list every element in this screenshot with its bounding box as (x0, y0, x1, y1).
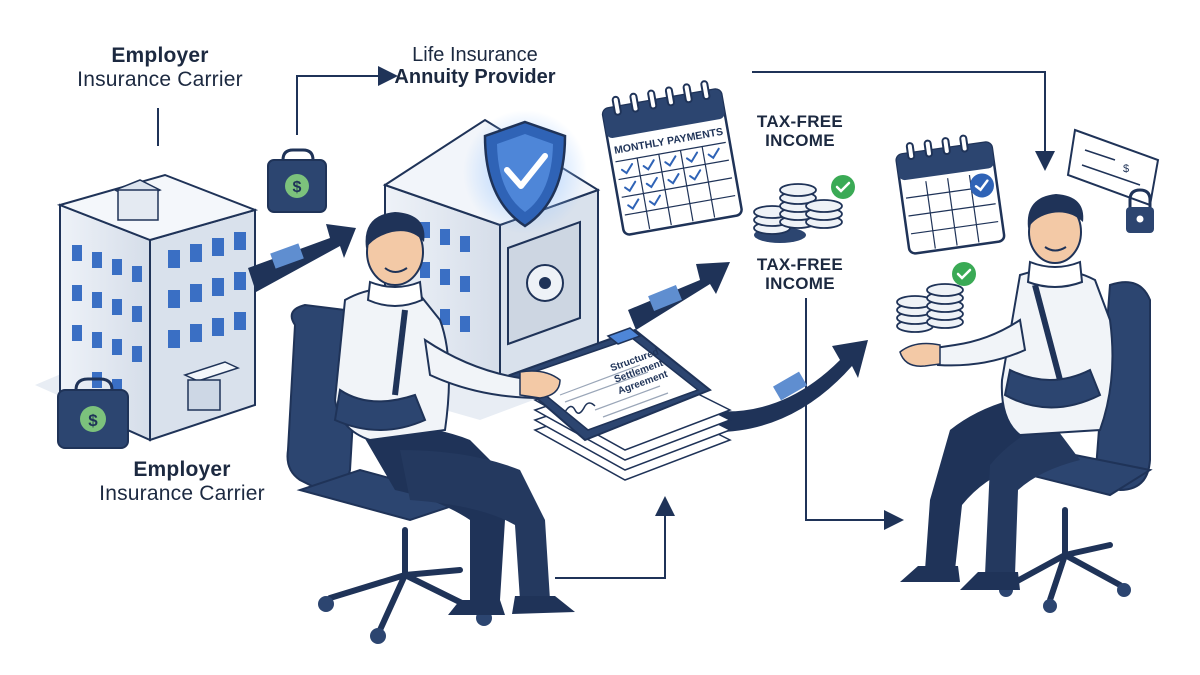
briefcase-icon: $ (267, 148, 327, 213)
annuity-recipient-figure (899, 194, 1153, 613)
tax-free-income-label-2: TAX-FREE INCOME (745, 255, 855, 293)
tax-free-income-label-2-line2: INCOME (765, 274, 835, 294)
connector-employer-to-life (296, 66, 398, 135)
calendar-icon (895, 134, 1006, 255)
coin-stack-icon (753, 175, 855, 243)
employer-label-bottom-line2: Insurance Carrier (99, 481, 265, 505)
employer-building (35, 173, 259, 442)
agreement-clipboard: Structured Settlement Agreement (508, 327, 712, 442)
tax-free-income-label-1-line1: TAX-FREE (756, 112, 844, 131)
money-symbol: $ (293, 179, 302, 196)
employer-label-top-line2: Insurance Carrier (77, 67, 243, 91)
shield-check-icon (463, 110, 587, 234)
money-arrow (705, 340, 868, 433)
employer-label-bottom: Employer Insurance Carrier (82, 458, 282, 505)
money-symbol: $ (1123, 163, 1129, 175)
money-arrow (248, 224, 356, 292)
tax-free-income-label-1-line2: INCOME (765, 131, 835, 151)
lock-icon (1126, 188, 1154, 233)
connector-top-to-recipient (752, 71, 1055, 171)
tax-free-income-label-1: TAX-FREE INCOME (745, 112, 855, 150)
tax-free-income-label-2-line1: TAX-FREE (756, 255, 844, 274)
employer-label-top: Employer Insurance Carrier (70, 44, 250, 91)
employer-label-top-line1: Employer (111, 44, 209, 67)
life-insurance-label-line2: Annuity Provider (394, 66, 556, 89)
briefcase-icon: $ (57, 377, 129, 449)
connector-income-to-recipient (805, 298, 904, 530)
coin-stack-icon (896, 262, 976, 333)
life-insurance-label-line1: Life Insurance (412, 44, 538, 66)
money-symbol: $ (88, 411, 98, 430)
check-document-icon: $ (1066, 128, 1160, 207)
employer-label-bottom-line1: Employer (133, 458, 231, 481)
injured-claimant-figure (286, 212, 575, 644)
connector-bottom-to-papers (555, 496, 675, 579)
calendar-icon: MONTHLY PAYMENTS (601, 80, 743, 236)
life-insurance-label: Life Insurance Annuity Provider (390, 44, 560, 89)
money-arrow (628, 262, 730, 330)
flow-connectors (157, 66, 1055, 579)
